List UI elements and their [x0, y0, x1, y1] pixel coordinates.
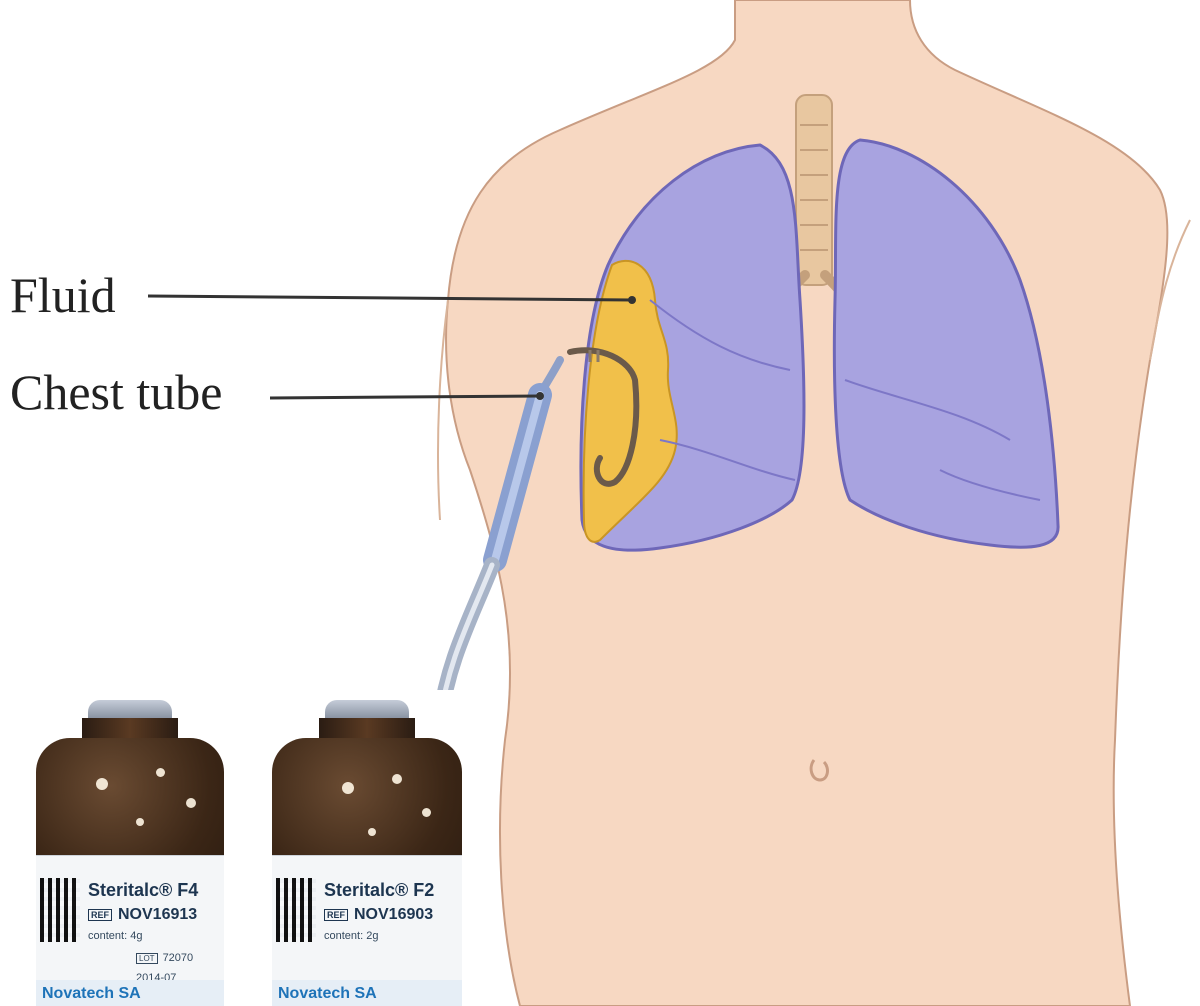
vial-f4: Steritalc® F4 REFNOV16913 content: 4g LO… [36, 700, 224, 1006]
lot-number: 72070 [163, 952, 194, 964]
product-name: Steritalc® F4 [88, 880, 198, 901]
product-name: Steritalc® F2 [324, 880, 434, 901]
chest-tube-label: Chest tube [10, 367, 222, 417]
brand-name: Novatech SA [42, 985, 141, 1003]
fluid-label: Fluid [10, 270, 116, 320]
content-amount: content: 2g [324, 930, 378, 942]
talc-vials-photo: Steritalc® F4 REFNOV16913 content: 4g LO… [0, 690, 492, 1006]
ref-number: NOV16913 [118, 906, 197, 923]
vial-f2: Steritalc® F2 REFNOV16903 content: 2g No… [272, 700, 462, 1006]
chest-tube-leader-line [270, 396, 540, 398]
qr-code-icon [40, 878, 80, 942]
brand-name: Novatech SA [278, 985, 377, 1003]
vial-label: Steritalc® F4 REFNOV16913 content: 4g LO… [36, 855, 224, 1006]
qr-code-icon [276, 878, 316, 942]
vial-label: Steritalc® F2 REFNOV16903 content: 2g No… [272, 855, 462, 1006]
ref-number: NOV16903 [354, 906, 433, 923]
content-amount: content: 4g [88, 930, 142, 942]
